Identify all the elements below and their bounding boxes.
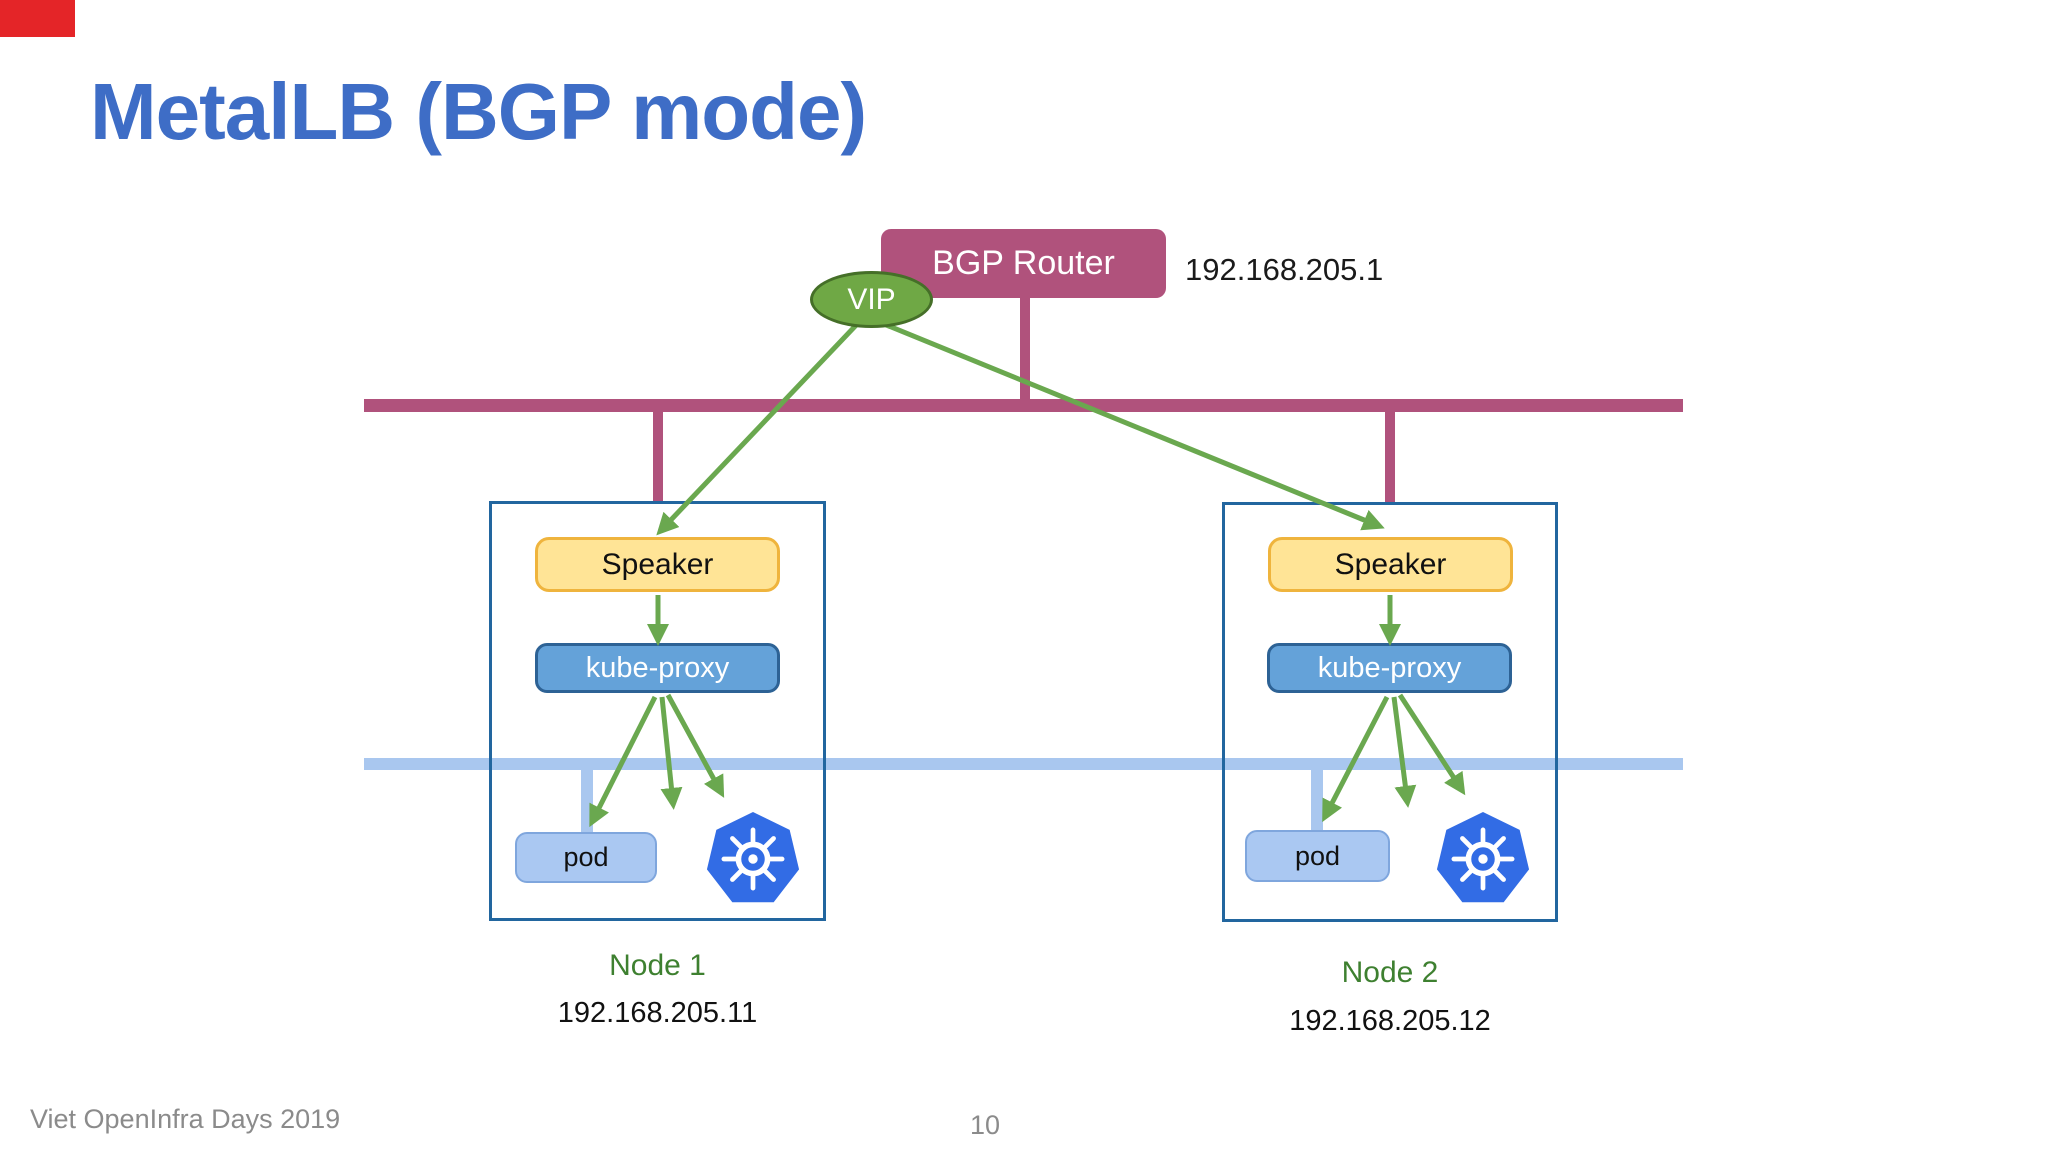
- node1-speaker-box: Speaker: [535, 537, 780, 592]
- node2-box: [1222, 502, 1558, 922]
- corner-red-marker: [0, 0, 75, 37]
- node1-pod-box: pod: [515, 832, 657, 883]
- arrow-vip-to-speaker1: [656, 318, 863, 536]
- vip-ellipse: VIP: [810, 271, 933, 328]
- router-drop-line: [1020, 296, 1030, 400]
- node2-kube-proxy-box: kube-proxy: [1267, 643, 1512, 693]
- node2-speaker-box: Speaker: [1268, 537, 1513, 592]
- arrow-vip-to-speaker2: [878, 319, 1385, 531]
- kubernetes-icon: [1436, 812, 1530, 903]
- node1-box: [489, 501, 826, 921]
- bus-to-node2-line: [1385, 404, 1395, 503]
- footer-text: Viet OpenInfra Days 2019: [30, 1104, 341, 1134]
- kubernetes-icon: [706, 812, 800, 903]
- bgp-router-box: BGP Router: [881, 229, 1166, 298]
- router-network-bus-line: [364, 399, 1683, 412]
- node2-ip: 192.168.205.12: [1289, 1005, 1491, 1037]
- bus-to-node1-line: [653, 404, 663, 502]
- page-number: 10: [969, 1110, 1001, 1140]
- node1-ip: 192.168.205.11: [557, 997, 758, 1029]
- node1-kube-proxy-box: kube-proxy: [535, 643, 780, 693]
- node2-label: Node 2: [1341, 956, 1439, 989]
- node2-pod-box: pod: [1245, 830, 1390, 882]
- node1-label: Node 1: [609, 949, 706, 982]
- page-title: MetalLB (BGP mode): [90, 67, 867, 156]
- bgp-router-ip: 192.168.205.1: [1185, 252, 1384, 287]
